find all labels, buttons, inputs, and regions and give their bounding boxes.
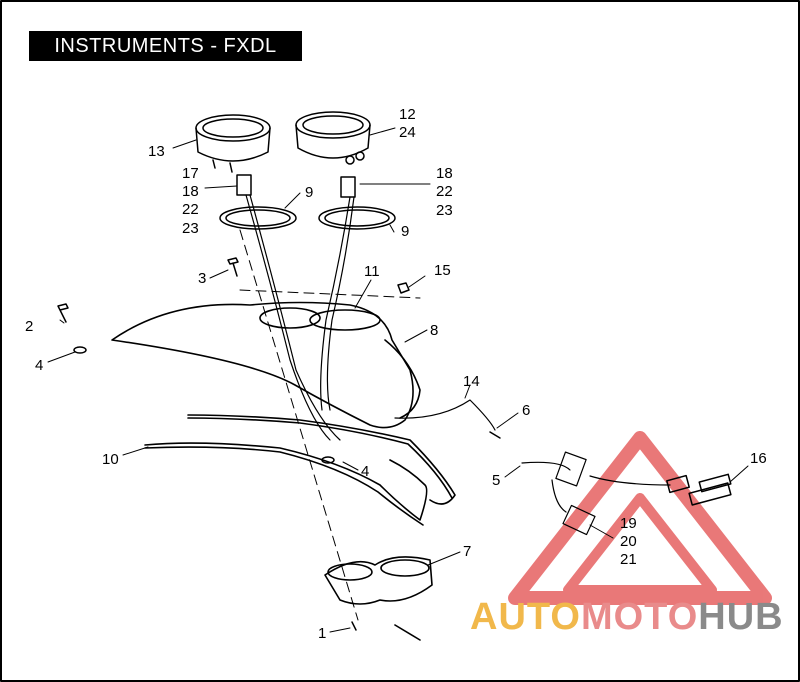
callout-13: 13 <box>148 143 165 160</box>
callout-16: 16 <box>750 450 767 467</box>
mounting-screws <box>57 257 410 464</box>
callout-5: 5 <box>492 472 501 489</box>
callout-19: 19 <box>620 515 637 532</box>
callout-4-left: 4 <box>35 357 44 374</box>
connector-right <box>340 176 356 198</box>
callout-1: 1 <box>318 625 327 642</box>
callout-17: 17 <box>182 165 199 182</box>
lower-bracket <box>324 556 433 641</box>
callout-20: 20 <box>620 533 637 550</box>
gauge-wiring <box>245 194 355 441</box>
callout-23: 23 <box>182 220 199 237</box>
cable-fitting <box>489 431 501 439</box>
watermark-part-hub: HUB <box>698 596 784 638</box>
callout-leaders <box>47 127 749 633</box>
assembly-centerline <box>239 229 421 621</box>
connector-left <box>236 174 252 196</box>
callout-6: 6 <box>522 402 531 419</box>
callout-14: 14 <box>463 373 480 390</box>
watermark-part-auto: AUTO <box>470 596 581 638</box>
callout-18: 18 <box>182 183 199 200</box>
watermark-part-moto: MOTO <box>580 596 699 638</box>
callout-3: 3 <box>198 270 207 287</box>
tachometer-gauge <box>295 111 371 165</box>
callout-21: 21 <box>620 551 637 568</box>
callout-10: 10 <box>102 451 119 468</box>
fuse-block <box>666 473 732 506</box>
callout-24: 24 <box>399 124 416 141</box>
speedometer-cable <box>394 399 496 431</box>
callout-7: 7 <box>463 543 472 560</box>
callout-23-right: 23 <box>436 202 453 219</box>
callout-15: 15 <box>434 262 451 279</box>
callout-4-right: 4 <box>361 463 370 480</box>
gasket-ring-right <box>318 206 396 230</box>
diagram-title: INSTRUMENTS - FXDL <box>29 31 302 61</box>
callout-18-right: 18 <box>436 165 453 182</box>
gasket-ring-left <box>219 206 297 230</box>
callout-9-right: 9 <box>401 223 410 240</box>
console-housing <box>111 301 421 429</box>
callout-9-left: 9 <box>305 184 314 201</box>
bracket-screw <box>351 621 357 631</box>
watermark-logo <box>508 431 772 605</box>
callout-11: 11 <box>364 263 380 280</box>
speedometer-gauge <box>195 114 271 173</box>
trim-strip <box>144 414 456 526</box>
callout-8: 8 <box>430 322 439 339</box>
callout-22-right: 22 <box>436 183 453 200</box>
watermark-text: AUTOMOTOHUB <box>470 597 784 637</box>
callout-22: 22 <box>182 201 199 218</box>
callout-2: 2 <box>25 318 34 335</box>
callout-12: 12 <box>399 106 416 123</box>
